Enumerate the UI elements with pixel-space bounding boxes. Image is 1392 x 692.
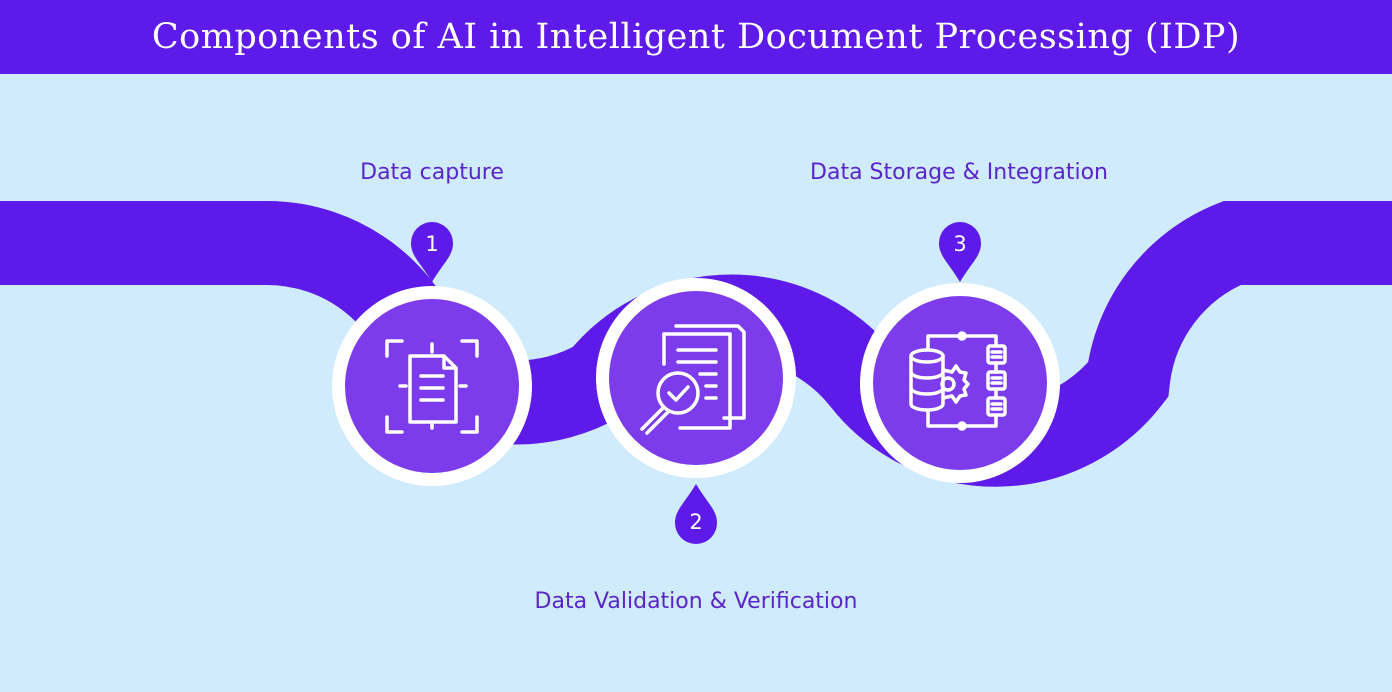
document-check-magnifier-icon — [640, 324, 746, 435]
step-1-label: Data capture — [360, 160, 504, 185]
step-2-label: Data Validation & Verification — [534, 589, 858, 614]
step-3-number: 3 — [953, 232, 966, 256]
step-2-node — [596, 278, 796, 478]
step-3-label: Data Storage & Integration — [810, 160, 1108, 185]
step-2-number: 2 — [689, 510, 702, 534]
step-1-node — [332, 286, 532, 486]
step-3-node — [860, 283, 1060, 483]
header-banner: Components of AI in Intelligent Document… — [0, 0, 1392, 74]
step-1-pin: 1 — [411, 222, 453, 282]
page-title: Components of AI in Intelligent Document… — [151, 17, 1241, 57]
step-2-pin: 2 — [675, 484, 717, 544]
database-gear-integration-icon — [909, 331, 1007, 431]
document-scan-icon — [385, 339, 479, 434]
step-1-number: 1 — [425, 232, 438, 256]
step-3-pin: 3 — [939, 222, 981, 282]
